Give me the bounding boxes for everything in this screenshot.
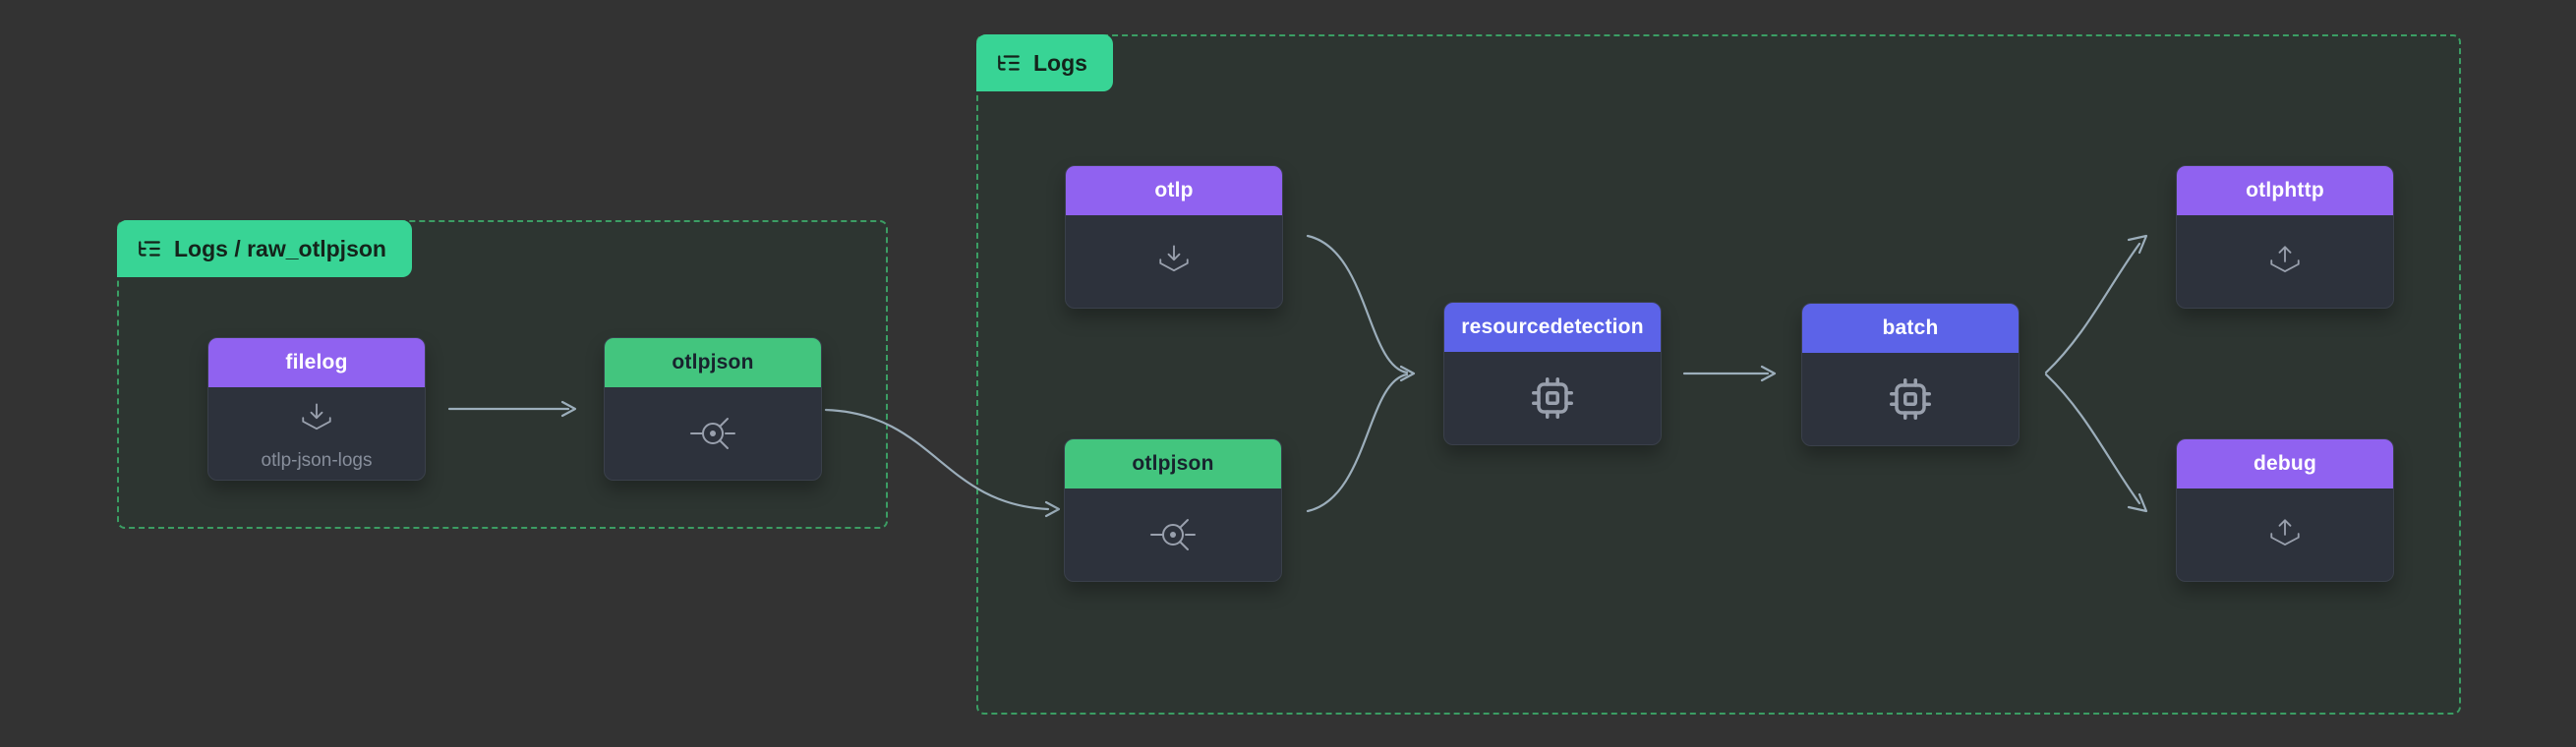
- node-title: otlphttp: [2177, 166, 2393, 215]
- group-label: Logs / raw_otlpjson: [174, 235, 386, 261]
- node-title: otlpjson: [605, 338, 821, 387]
- node-subtitle: otlp-json-logs: [261, 449, 373, 471]
- node-title: batch: [1802, 304, 2019, 353]
- node-filelog[interactable]: filelog otlp-json-logs: [207, 337, 426, 481]
- receiver-inbox-arrow-down-icon: [302, 403, 331, 430]
- node-otlpjson-raw[interactable]: otlpjson: [604, 337, 822, 481]
- list-tree-icon: [139, 241, 160, 257]
- node-title: debug: [2177, 439, 2393, 488]
- node-otlp[interactable]: otlp: [1065, 165, 1283, 309]
- connector-node-icon: [690, 418, 735, 449]
- exporter-arrow-up-icon: [2270, 246, 2300, 272]
- group-badge-logs-raw-otlpjson: Logs / raw_otlpjson: [117, 220, 412, 277]
- node-title: otlpjson: [1065, 439, 1281, 488]
- node-title: resourcedetection: [1444, 303, 1661, 352]
- connector-node-icon: [1150, 519, 1196, 550]
- group-label: Logs: [1033, 49, 1087, 76]
- node-debug[interactable]: debug: [2176, 438, 2394, 582]
- group-badge-logs: Logs: [976, 34, 1113, 91]
- node-title: otlp: [1066, 166, 1282, 215]
- pipeline-group-logs: Logs: [976, 34, 2461, 715]
- node-title: filelog: [208, 338, 425, 387]
- receiver-inbox-arrow-down-icon: [1159, 245, 1189, 272]
- cpu-icon: [1890, 378, 1931, 420]
- list-tree-icon: [998, 55, 1020, 71]
- node-otlphttp[interactable]: otlphttp: [2176, 165, 2394, 309]
- node-otlpjson-logs[interactable]: otlpjson: [1064, 438, 1282, 582]
- node-resourcedetection[interactable]: resourcedetection: [1443, 302, 1662, 445]
- node-batch[interactable]: batch: [1801, 303, 2020, 446]
- cpu-icon: [1532, 377, 1573, 419]
- exporter-arrow-up-icon: [2270, 519, 2300, 546]
